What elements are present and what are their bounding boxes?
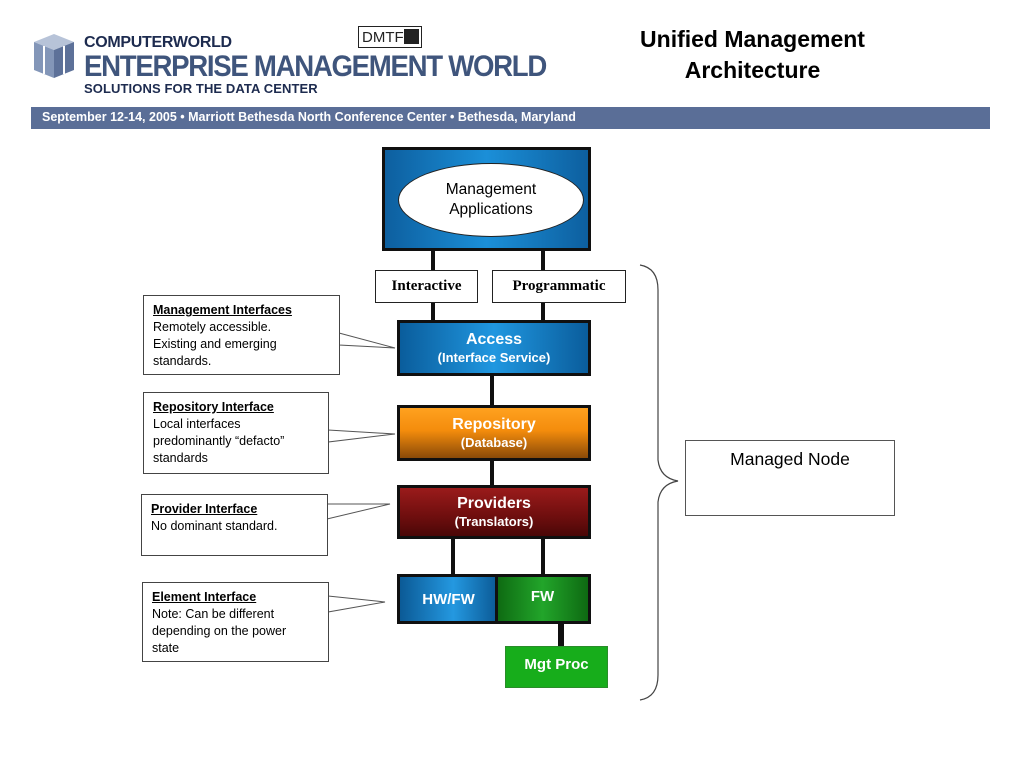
- providers-box: Providers (Translators): [397, 485, 591, 539]
- cube-logo-icon: [34, 34, 74, 78]
- page-title: Unified Management Architecture: [600, 24, 905, 86]
- callout-repository-interface: Repository Interface Local interfaces pr…: [143, 392, 329, 474]
- brand-top: COMPUTERWORLD: [84, 34, 232, 51]
- providers-subtitle: (Translators): [454, 514, 534, 529]
- callout-pointer-management: [338, 332, 396, 349]
- callout-management-line: Existing and emerging: [153, 337, 277, 351]
- dmtf-d-icon: [404, 29, 419, 44]
- callout-element-line: state: [152, 641, 180, 655]
- management-applications-ellipse: Management Applications: [398, 163, 584, 237]
- callout-repository-heading: Repository Interface: [153, 400, 274, 414]
- callout-management-heading: Management Interfaces: [153, 303, 292, 317]
- management-applications-line2: Applications: [449, 201, 533, 218]
- dmtf-logo-text: DMTF: [362, 29, 404, 46]
- managed-node-brace: [639, 264, 679, 701]
- brand-main: ENTERPRISE MANAGEMENT WORLD: [84, 50, 547, 83]
- managed-node-box: Managed Node: [685, 440, 895, 516]
- callout-provider-interface: Provider Interface No dominant standard.: [141, 494, 328, 556]
- callout-element-line: Note: Can be different: [152, 607, 275, 621]
- access-box: Access (Interface Service): [397, 320, 591, 376]
- callout-repository-line: Local interfaces: [153, 417, 241, 431]
- page-title-line2: Architecture: [684, 57, 821, 83]
- providers-title: Providers: [457, 495, 531, 512]
- mgt-proc-box: Mgt Proc: [505, 646, 608, 688]
- repository-title: Repository: [452, 416, 536, 433]
- hwfw-box: HW/FW: [400, 577, 497, 621]
- callout-repository-line: predominantly “defacto”: [153, 434, 285, 448]
- callout-pointer-element: [327, 595, 386, 613]
- callout-management-line: Remotely accessible.: [153, 320, 272, 334]
- hardware-group-box: [397, 574, 591, 624]
- page-title-line1: Unified Management: [640, 26, 865, 52]
- event-banner: [31, 107, 990, 129]
- fw-box: FW: [497, 577, 588, 621]
- brand-sub: SOLUTIONS FOR THE DATA CENTER: [84, 81, 318, 96]
- callout-provider-heading: Provider Interface: [151, 502, 258, 516]
- event-banner-text: September 12-14, 2005 • Marriott Bethesd…: [42, 110, 576, 124]
- callout-element-heading: Element Interface: [152, 590, 257, 604]
- callout-pointer-provider: [326, 503, 391, 520]
- callout-pointer-repository: [327, 429, 396, 443]
- access-title: Access: [465, 331, 523, 348]
- callout-management-line: standards.: [153, 354, 212, 368]
- callout-provider-line: No dominant standard.: [151, 519, 278, 533]
- access-subtitle: (Interface Service): [437, 350, 551, 365]
- interactive-box: Interactive: [375, 270, 478, 303]
- callout-repository-line: standards: [153, 451, 208, 465]
- callout-management-interfaces: Management Interfaces Remotely accessibl…: [143, 295, 340, 375]
- hardware-divider: [495, 577, 498, 621]
- dmtf-logo: DMTF: [358, 26, 422, 48]
- callout-element-interface: Element Interface Note: Can be different…: [142, 582, 329, 662]
- management-applications-line1: Management: [445, 181, 537, 198]
- repository-box: Repository (Database): [397, 405, 591, 461]
- callout-element-line: depending on the power: [152, 624, 287, 638]
- programmatic-box: Programmatic: [492, 270, 626, 303]
- repository-subtitle: (Database): [460, 435, 528, 450]
